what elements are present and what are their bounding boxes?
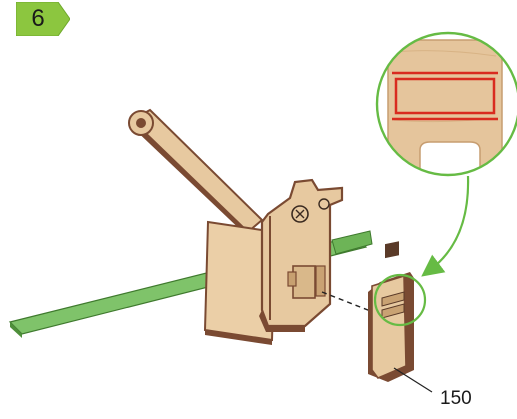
- wooden-lever-arm: [129, 110, 262, 237]
- curved-arrow: [430, 176, 468, 270]
- wooden-body-assembly: [259, 180, 342, 332]
- part-150: [368, 241, 414, 382]
- zoom-callout: [377, 33, 517, 176]
- leader-line: [394, 368, 432, 392]
- part-number-label: 150: [440, 388, 472, 410]
